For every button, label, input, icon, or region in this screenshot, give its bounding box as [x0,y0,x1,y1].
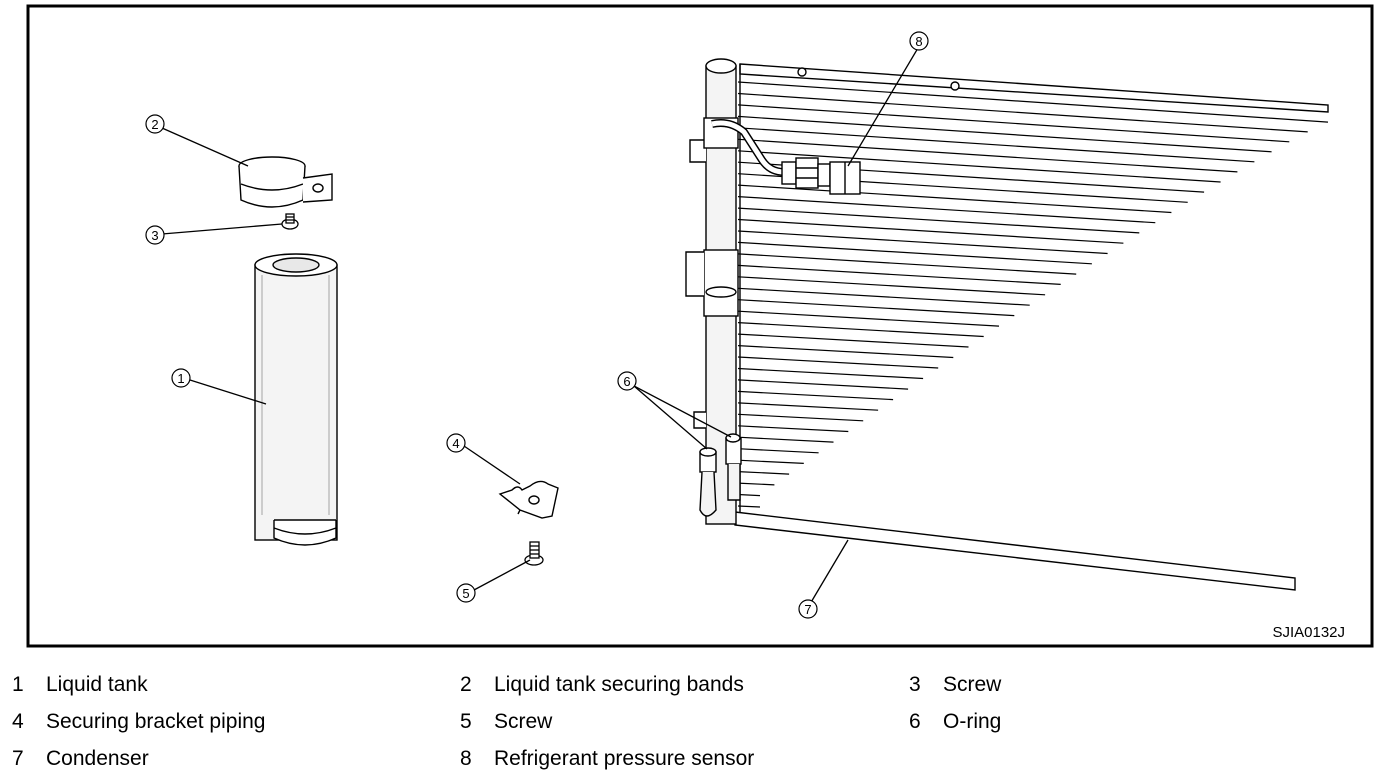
condenser-fin [737,505,761,508]
callout-1: 1 [171,368,191,388]
condenser-fin [737,333,969,348]
legend-text: Screw [943,673,1002,696]
screw-5 [524,541,544,566]
svg-text:6: 6 [623,374,630,389]
callout-6: 6 [617,371,637,391]
svg-text:1: 1 [177,371,184,386]
callout-7: 7 [798,599,818,619]
condenser-fin [737,127,1255,163]
condenser [685,58,1329,591]
legend-text: Refrigerant pressure sensor [494,747,755,770]
condenser-fin [737,367,924,380]
condenser-fin [737,150,1221,183]
callout-2: 2 [145,114,165,134]
condenser-fin [737,390,894,401]
liquid-tank [254,253,338,546]
condenser-fin [737,402,879,411]
condenser-fin [737,482,775,486]
figure-code: SJIA0132J [1272,624,1345,641]
condenser-fin [737,207,1140,234]
legend-number: 6 [909,710,921,733]
condenser-fin [737,425,849,433]
condenser-fin [737,81,1329,123]
condenser-fin [737,138,1238,173]
condenser-fins [737,81,1329,508]
securing-bracket-piping [498,480,559,519]
legend-number: 5 [460,710,472,733]
callout-4: 4 [446,433,466,453]
legend-number: 1 [12,673,24,696]
legend-number: 3 [909,673,921,696]
legend-text: Liquid tank securing bands [494,673,744,696]
callout-3: 3 [145,225,165,245]
condenser-fin [737,184,1172,214]
legend-number: 7 [12,747,24,770]
svg-text:2: 2 [151,117,158,132]
condenser-fin [737,92,1308,133]
legend-text: Securing bracket piping [46,710,266,733]
condenser-fin [737,356,939,369]
legend-text: Liquid tank [46,673,148,696]
condenser-fin [737,379,909,390]
legend-number: 4 [12,710,24,733]
condenser-fin [737,448,819,454]
condenser-fin [737,104,1290,143]
legend-number: 2 [460,673,472,696]
leader-lines [161,47,919,605]
condenser-fin [737,264,1061,285]
svg-text:5: 5 [462,586,469,601]
legend-number: 8 [460,747,472,770]
svg-text:7: 7 [804,602,811,617]
parts-legend: 1 Liquid tank 2 Liquid tank securing ban… [0,664,1392,784]
diagram-frame [26,4,1374,648]
callout-5: 5 [456,583,476,603]
condenser-fin [737,471,790,475]
condenser-fin [737,115,1272,153]
condenser-fin [737,287,1030,306]
condenser-fin [737,230,1108,255]
legend-text: Condenser [46,747,149,770]
condenser-fin [737,218,1124,244]
condenser-fin [737,196,1156,224]
condenser-fin [737,299,1015,317]
condenser-fin [737,253,1077,275]
condenser-fin [737,345,954,359]
condenser-fin [737,459,804,464]
svg-text:3: 3 [151,228,158,243]
condenser-fin [737,241,1092,265]
callout-8: 8 [909,31,929,51]
legend-text: O-ring [943,710,1002,733]
exploded-diagram: 1 2 3 4 5 6 7 8 SJIA0132J [26,4,1374,648]
refrigerant-pressure-sensor [781,157,861,195]
condenser-fin [737,310,1000,327]
condenser-fin [737,413,864,422]
condenser-fin [737,322,984,338]
condenser-fin [737,276,1046,296]
legend-text: Screw [494,710,553,733]
liquid-tank-securing-band [238,156,333,208]
svg-text:4: 4 [452,436,459,451]
condenser-fin [737,493,761,497]
condenser-fin [737,436,834,443]
svg-text:8: 8 [915,34,922,49]
